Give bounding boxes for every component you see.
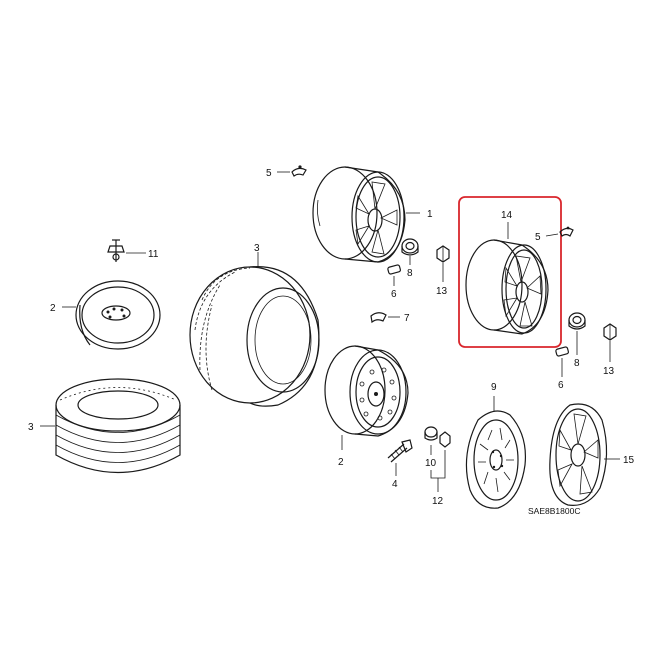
tire-part-3-flat [55, 378, 181, 474]
callout-3-flat: 3 [28, 422, 34, 433]
callout-13-b: 13 [603, 366, 615, 377]
nut-cap-part-8-a [401, 238, 419, 256]
lug-nut-part-13-b [603, 323, 617, 341]
steel-rim-part-2-upper [75, 280, 161, 350]
valve-part-11 [107, 239, 125, 262]
balance-weight-part-6 [387, 264, 401, 275]
steel-wheel-part-2-center [324, 345, 409, 437]
leader-5-box [545, 233, 559, 237]
callout-2-upper: 2 [50, 303, 56, 314]
wheel-cover-part-15 [549, 403, 608, 506]
callout-12: 12 [432, 496, 444, 507]
callout-9: 9 [491, 382, 497, 393]
callout-5-top: 5 [266, 168, 272, 179]
tire-part-3-upright [189, 266, 320, 407]
lug-nut-part-13-a [436, 245, 450, 263]
nuts-part-10 [424, 426, 451, 448]
callout-10: 10 [425, 458, 437, 469]
wheel-stud-part-4 [387, 439, 413, 463]
callout-7: 7 [404, 313, 410, 324]
callout-4: 4 [392, 479, 398, 490]
callout-15: 15 [623, 455, 635, 466]
nut-cap-part-8-b [568, 312, 586, 330]
callout-11: 11 [148, 249, 159, 260]
callout-1: 1 [427, 209, 433, 220]
callout-13-a: 13 [436, 286, 448, 297]
balance-weight-part-7 [370, 312, 387, 324]
balance-weight-part-5-box [559, 226, 574, 237]
callout-5-box: 5 [535, 232, 541, 243]
callout-6-b: 6 [558, 380, 564, 391]
diagram-code: SAE8B1800C [528, 506, 580, 516]
balance-weight-part-6-b [555, 346, 569, 357]
wheel-cover-part-9 [465, 410, 527, 509]
callout-8-a: 8 [407, 268, 413, 279]
alloy-wheel-part-1 [312, 166, 406, 263]
alloy-wheel-part-14 [465, 239, 549, 335]
callout-3-upright: 3 [254, 243, 260, 254]
callout-14: 14 [501, 210, 513, 221]
callout-8-b: 8 [574, 358, 580, 369]
balance-weight-part-5-top [291, 165, 307, 177]
highlight-box-part-14 [458, 196, 562, 348]
callout-6-a: 6 [391, 289, 397, 300]
callout-2-center: 2 [338, 457, 344, 468]
